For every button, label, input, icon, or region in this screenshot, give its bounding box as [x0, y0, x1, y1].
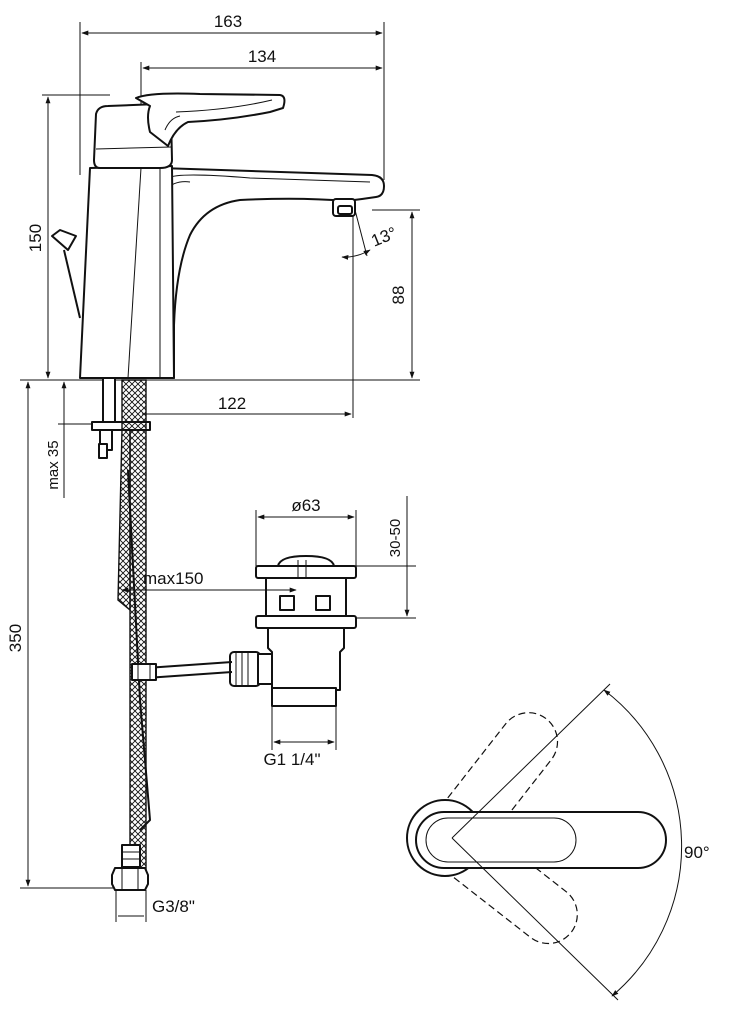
dim-label-13deg: 13°: [368, 223, 399, 250]
dim-projection: 122: [20, 262, 420, 418]
popup-nut: [255, 615, 357, 629]
faucet-body: [51, 92, 385, 459]
dim-label-30-50: 30-50: [387, 519, 404, 557]
faucet-spout: [159, 167, 385, 379]
top-view: 90°: [406, 683, 710, 1001]
dim-rod-reach: max150: [121, 569, 297, 593]
dim-spout-height: 88: [372, 209, 420, 379]
rod-connector: [229, 651, 261, 687]
dim-overall-width: 163: [79, 12, 385, 180]
mounting-stud: [102, 377, 116, 423]
dim-hose-length: 350: [6, 381, 118, 889]
pull-rod-knob: [51, 229, 77, 251]
dim-label-max150: max150: [143, 569, 203, 588]
hose-ferrule: [121, 844, 141, 868]
mounting-nut: [91, 421, 151, 431]
dim-label-122: 122: [218, 394, 246, 413]
dim-label-163: 163: [214, 12, 242, 31]
dim-popup-range: 30-50: [356, 496, 416, 619]
dim-deck-thickness: max 35: [45, 381, 100, 498]
dim-label-max35: max 35: [45, 440, 62, 489]
hose-nut: [111, 867, 149, 891]
popup-waste: [131, 555, 357, 707]
dim-spout-angle: 13°: [341, 209, 399, 262]
dim-popup-diameter: ø63: [255, 496, 357, 566]
dim-label-g114: G1 1/4": [263, 750, 320, 769]
dim-label-150: 150: [26, 224, 45, 252]
supply-hose: [111, 379, 151, 891]
dim-label-134: 134: [248, 47, 276, 66]
lever-handle: [135, 92, 286, 147]
dim-drain-thread: G1 1/4": [263, 706, 337, 769]
dim-label-d63: ø63: [291, 496, 320, 515]
dim-label-88: 88: [389, 286, 408, 305]
rod-clip: [131, 663, 157, 681]
drain-tailpiece: [271, 687, 337, 707]
dim-height: 150: [26, 94, 110, 379]
dim-label-90deg: 90°: [684, 843, 710, 862]
dim-label-g38: G3/8": [152, 897, 195, 916]
dim-label-350: 350: [6, 624, 25, 652]
dim-supply-thread: G3/8": [115, 890, 195, 922]
